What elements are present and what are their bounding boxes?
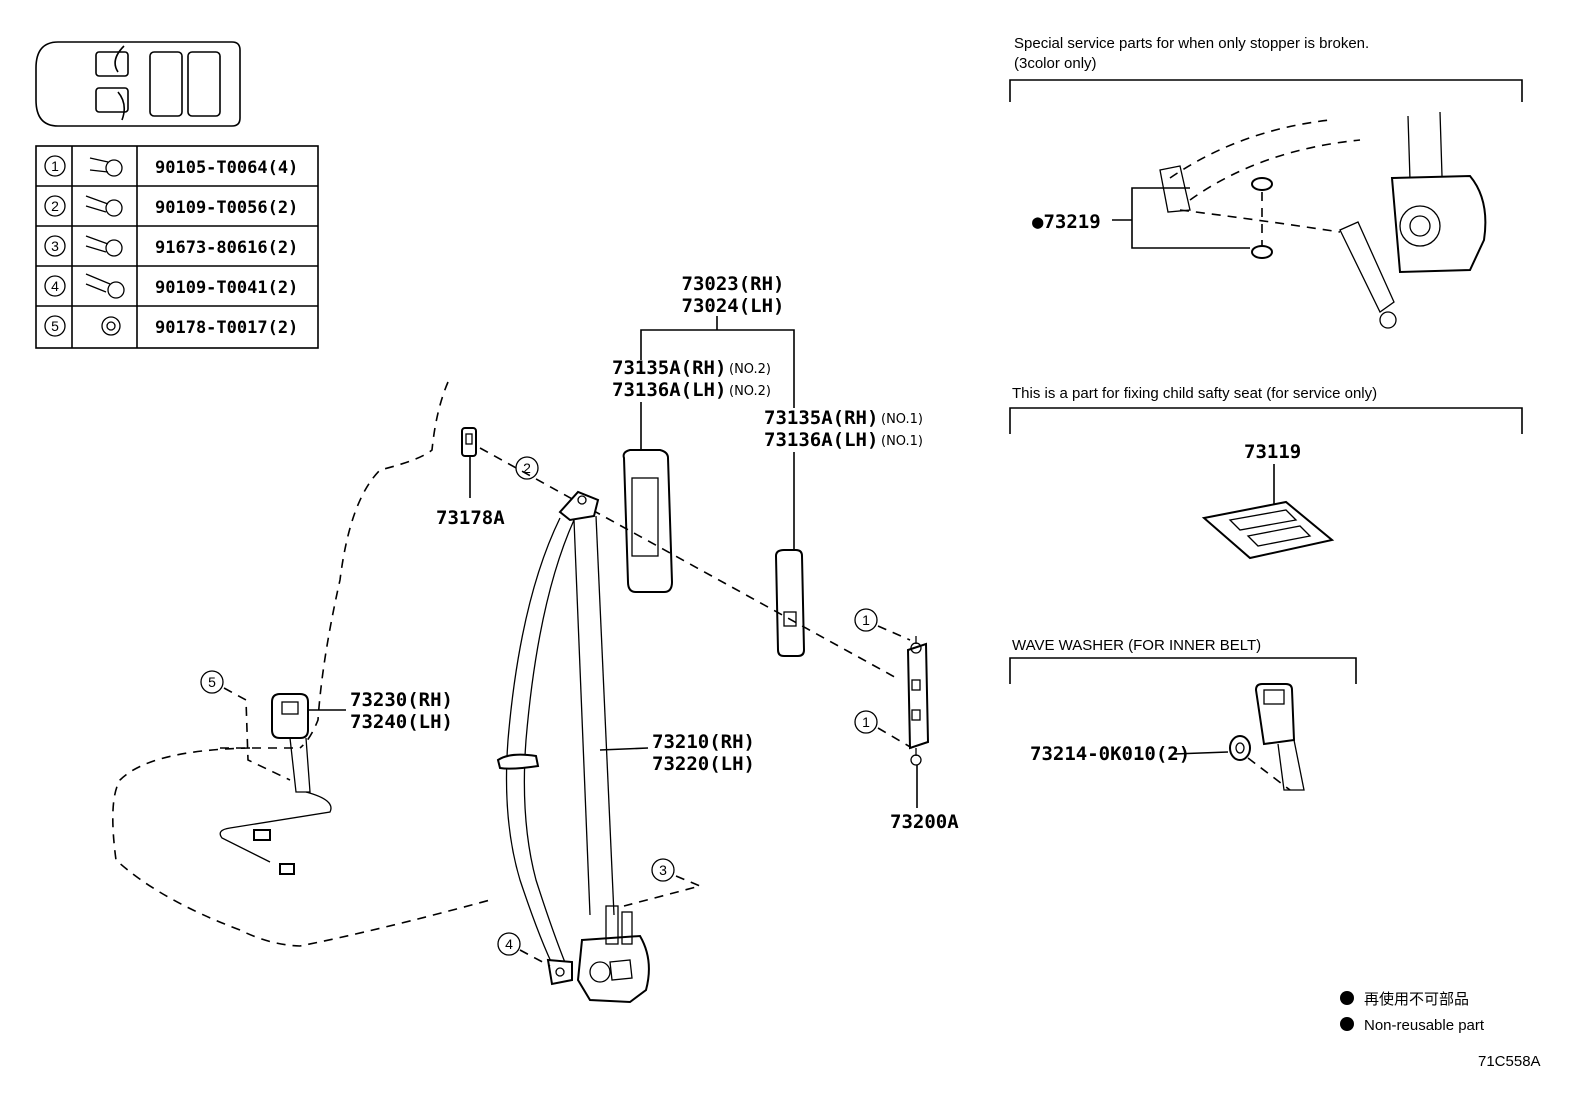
part-label-73024: 73024(LH): [682, 295, 785, 317]
legend: 再使用不可部品 Non-reusable part: [1340, 991, 1485, 1034]
bolt-part-number: 90178-T0017(2): [155, 318, 298, 338]
callout-1-lower: 1: [854, 710, 913, 749]
wave-washer: [1229, 735, 1251, 761]
cover-panel-no1: [774, 549, 806, 657]
non-reusable-bullet-icon: [1340, 1017, 1354, 1031]
seat-belt-assembly: 73210(RH) 73220(LH): [496, 490, 755, 1004]
child-seat-section: This is a part for fixing child safty se…: [1009, 385, 1523, 560]
bolt-row-index: 5: [51, 318, 59, 334]
cover-panel-no2: [622, 449, 674, 593]
part-label-73136a-no2: 73136A(LH): [612, 379, 726, 401]
callout-1-upper: 1: [854, 608, 911, 641]
bolt-icon: [85, 235, 123, 257]
anchor-73200a: 73200A: [890, 636, 959, 833]
part-label-73119: 73119: [1244, 441, 1301, 463]
part-label-73136a-no1: 73136A(LH): [764, 429, 878, 451]
bolt-part-number: 90105-T0064(4): [155, 158, 298, 178]
legend-en: Non-reusable part: [1364, 1017, 1485, 1034]
seat-outline: [112, 381, 491, 947]
wave-washer-section: WAVE WASHER (FOR INNER BELT) 73214-0K010…: [1009, 637, 1357, 791]
part-label-73219: ●73219: [1032, 211, 1101, 233]
part-label-suffix: (NO.1): [881, 434, 923, 449]
callout-4: 4: [497, 932, 551, 967]
bolt-row-index: 1: [51, 158, 59, 174]
special-service-section: Special service parts for when only stop…: [1009, 35, 1523, 329]
part-label-73214: 73214-0K010(2): [1030, 743, 1190, 765]
callout-number: 1: [862, 612, 870, 628]
bolt-row-1: 1 90105-T0064(4): [44, 155, 298, 178]
child-seat-plate: [1201, 500, 1335, 560]
bolt-table: 1 90105-T0064(4) 2 90109-T0056(2) 3 9167: [35, 145, 319, 349]
part-label-73135a-no1: 73135A(RH): [764, 407, 878, 429]
child-seat-note: This is a part for fixing child safty se…: [1012, 385, 1377, 402]
bolt-row-5: 5 90178-T0017(2): [44, 315, 298, 338]
part-label-suffix: (NO.2): [729, 362, 771, 377]
bolt-row-2: 2 90109-T0056(2): [44, 195, 298, 218]
special-service-note-sub: (3color only): [1014, 55, 1097, 72]
part-label-73220: 73220(LH): [652, 753, 755, 775]
callout-number: 2: [523, 460, 531, 476]
part-label-73210: 73210(RH): [652, 731, 755, 753]
callout-number: 4: [505, 936, 513, 952]
seat-position-icon: [35, 41, 241, 127]
bolt-row-3: 3 91673-80616(2): [44, 235, 298, 258]
callout-5: 5: [200, 670, 291, 781]
bolt-part-number: 90109-T0056(2): [155, 198, 298, 218]
callout-number: 3: [659, 862, 667, 878]
legend-jp: 再使用不可部品: [1364, 991, 1469, 1008]
callout-3: 3: [623, 858, 703, 907]
label-73135a-no2-group: 73135A(RH) (NO.2) 73136A(LH) (NO.2): [612, 340, 771, 450]
clip-73178a: 73178A: [436, 427, 505, 529]
bolt-icon: [85, 195, 123, 217]
bolt-row-index: 4: [51, 278, 59, 294]
bolt-row-4: 4 90109-T0041(2): [44, 273, 298, 299]
non-reusable-bullet-icon: [1340, 991, 1354, 1005]
part-label-73200a: 73200A: [890, 811, 959, 833]
bolt-icon: [89, 157, 123, 177]
callout-2: 2: [515, 456, 539, 480]
bolt-part-number: 91673-80616(2): [155, 238, 298, 258]
bolt-row-index: 3: [51, 238, 59, 254]
part-label-73230: 73230(RH): [350, 689, 453, 711]
stopper-assembly: [1159, 111, 1487, 329]
part-label-suffix: (NO.2): [729, 384, 771, 399]
figure-code: 71C558A: [1478, 1053, 1541, 1070]
inner-belt-buckle: [1247, 683, 1305, 791]
label-73023-group: 73023(RH) 73024(LH): [640, 273, 795, 340]
callout-number: 5: [208, 674, 216, 690]
nut-icon: [101, 316, 121, 336]
label-73135a-no1-group: 73135A(RH) (NO.1) 73136A(LH) (NO.1): [764, 340, 923, 550]
part-label-73240: 73240(LH): [350, 711, 453, 733]
special-service-note: Special service parts for when only stop…: [1014, 35, 1369, 52]
part-label-73178a: 73178A: [436, 507, 505, 529]
bolt-part-number: 90109-T0041(2): [155, 278, 298, 298]
retractor: [576, 905, 650, 1004]
part-label-suffix: (NO.1): [881, 412, 923, 427]
callout-number: 1: [862, 714, 870, 730]
part-label-73135a-no2: 73135A(RH): [612, 357, 726, 379]
bolt-icon: [85, 273, 125, 299]
part-label-73023: 73023(RH): [682, 273, 785, 295]
bolt-row-index: 2: [51, 198, 59, 214]
buckle-73230: 73230(RH) 73240(LH): [219, 689, 453, 875]
wave-washer-note: WAVE WASHER (FOR INNER BELT): [1012, 637, 1261, 654]
